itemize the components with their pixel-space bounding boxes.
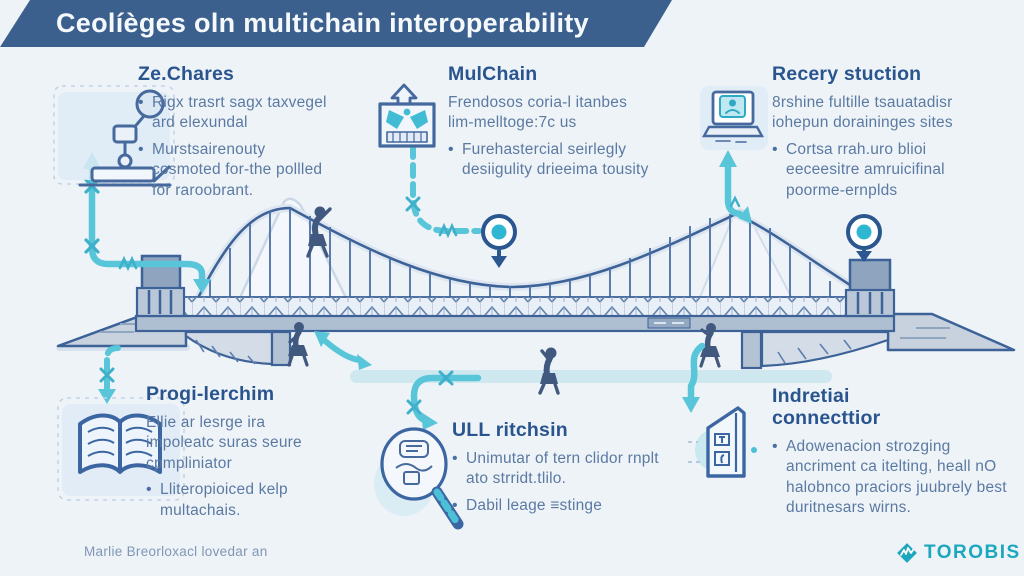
torobis-diamond-icon: [897, 543, 917, 563]
flow-line-top-mid: [405, 143, 482, 239]
doorway-building-icon: [688, 406, 757, 478]
section-text: Frendosos coria-l itanbes lim-melltoge:7…: [448, 93, 628, 132]
section-top-right: Recery stuction 8rshine fultille tsauata…: [772, 63, 1004, 207]
section-bottom-mid: ULL ritchsin Unimutar of tern clidor rnp…: [452, 419, 677, 522]
flow-arrow-bottom-right: [682, 342, 706, 413]
section-bottom-right: Indretiai connecttior Adowenacion strozg…: [772, 385, 1012, 524]
bullet-item: Cortsa rrah.uro blioi eeceesitre amruici…: [772, 139, 1004, 201]
bullet-item: Rigx trasrt sagx taxvegel ard elexundal: [138, 92, 334, 134]
section-top-left: Ze.Chares Rigx trasrt sagx taxvegel ard …: [138, 63, 334, 207]
person-left: [287, 322, 309, 367]
laptop-user-icon: [700, 86, 768, 150]
flow-arrow-double: [314, 331, 372, 370]
flow-arrow-top-right: [719, 150, 752, 224]
section-top-mid: MulChain Frendosos coria-l itanbes lim-m…: [448, 63, 653, 187]
bullet-item: Lliteropioiced kelp multachais.: [146, 479, 336, 521]
flow-arrow-center-down: [406, 370, 482, 430]
bullet-item: Furehastercial seirlegly desiigulity dri…: [448, 139, 653, 181]
section-heading: Ze.Chares: [138, 63, 235, 85]
person-right: [699, 323, 721, 368]
bridge-approach-right: [886, 312, 1016, 352]
flow-arrow-bottom-left: [98, 345, 121, 404]
bullet-item: Unimutar of tern clidor rnplt ato strrid…: [452, 448, 677, 490]
section-heading: Progi-lerchim: [146, 383, 275, 405]
credit-text: Marlie Breorloxacl lovedar an: [84, 544, 268, 559]
bridge-tower-right: [844, 258, 896, 318]
page-title: Ceolíèges oln multichain interoperabilit…: [56, 8, 589, 38]
bullet-item: Dabil leage ≡stinge: [452, 495, 677, 517]
marker-circle-right: [846, 214, 882, 262]
bullet-item: Adowenacion strozging ancriment ca itelt…: [772, 436, 1012, 519]
bullet-item: Murstsairenouty cosmoted for-the pollled…: [138, 139, 334, 201]
brand-logo: TOROBIS: [896, 542, 1021, 564]
brand-name: TOROBIS: [924, 542, 1021, 563]
open-book-icon: [57, 397, 185, 501]
bridge-deck: [134, 296, 896, 333]
marker-circle-center: [481, 214, 517, 268]
section-bottom-left: Progi-lerchim Ellie ar lesrge ira impole…: [146, 383, 336, 527]
section-heading: Indretiai connecttior: [772, 385, 881, 429]
badge-arrow-icon: [378, 83, 436, 148]
person-on-cable: [306, 206, 332, 258]
section-heading: MulChain: [448, 63, 538, 85]
section-heading: ULL ritchsin: [452, 419, 568, 441]
suspension-cables: [192, 203, 877, 304]
person-center: [538, 347, 560, 395]
title-banner: Ceolíèges oln multichain interoperabilit…: [0, 0, 672, 47]
section-text: Ellie ar lesrge ira impoleatc suras seur…: [146, 413, 302, 472]
section-heading: Recery stuction: [772, 63, 922, 85]
magnifier-diagram-icon: [374, 427, 464, 530]
section-text: 8rshine fultille tsauatadisr iohepun dor…: [772, 93, 953, 132]
